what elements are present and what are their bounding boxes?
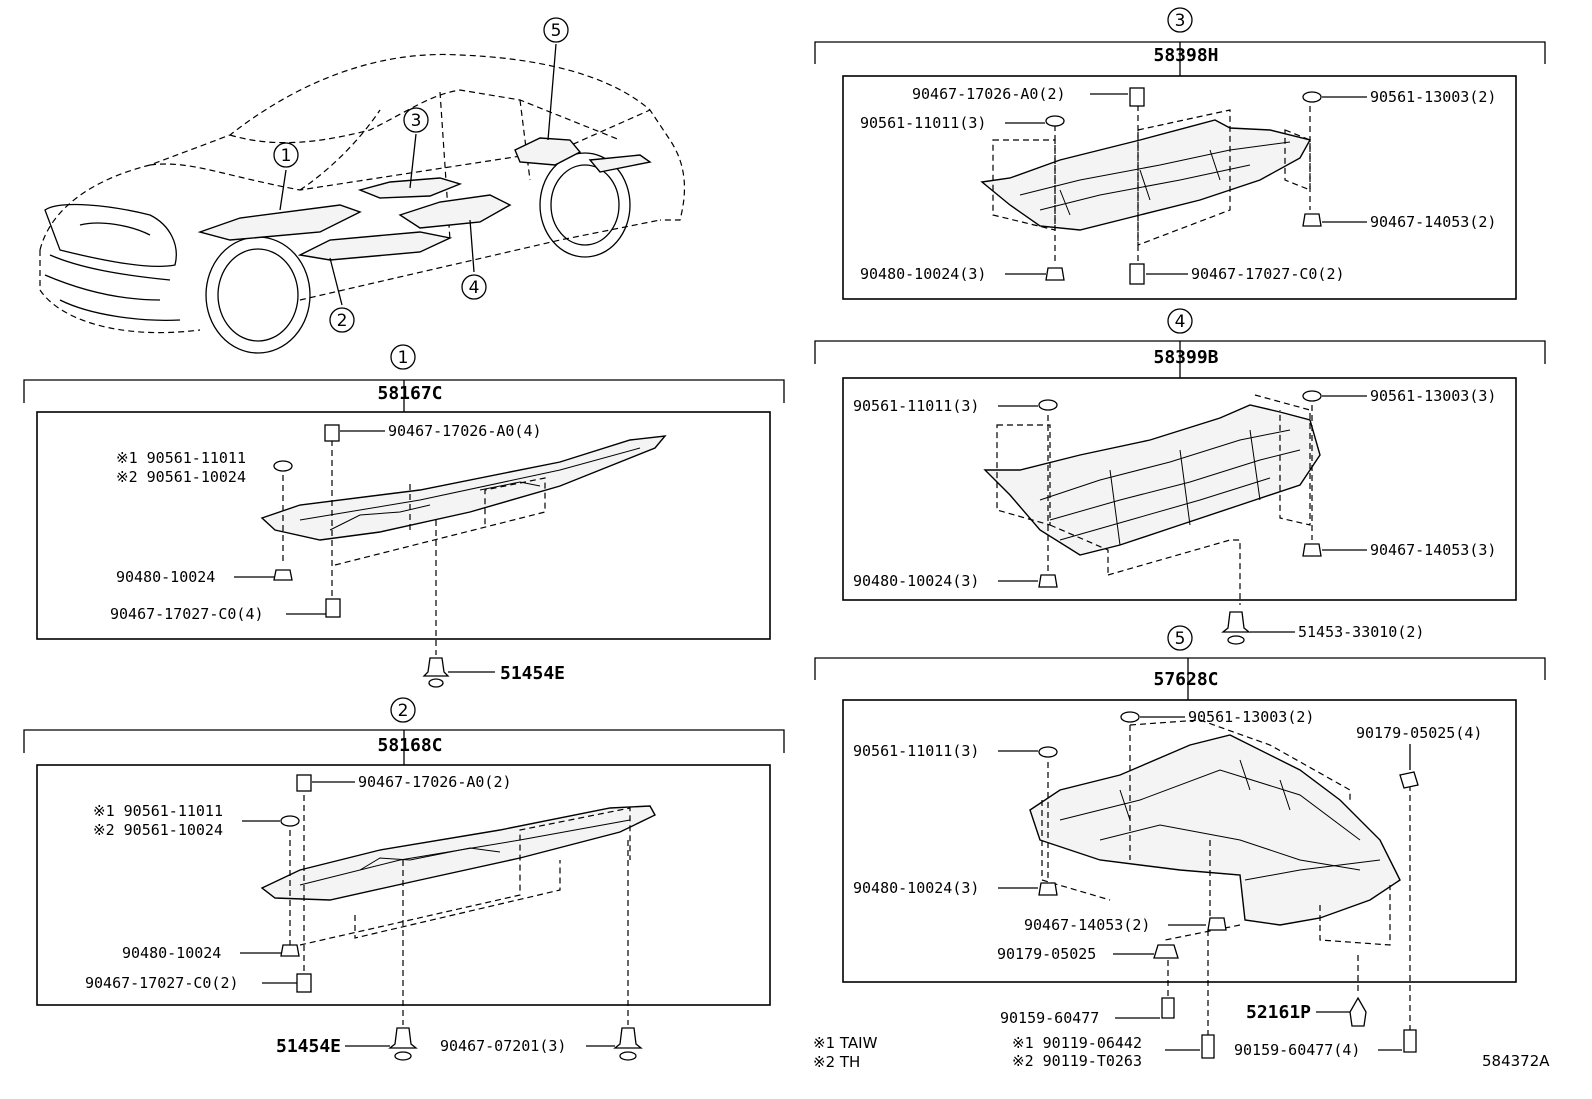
svg-text:3: 3: [411, 111, 422, 131]
label-90480-10024-3-g4[interactable]: 90480-10024(3): [853, 572, 979, 590]
part-58398H[interactable]: 58398H: [1153, 45, 1218, 66]
note-taiw: ※1 TAIW: [813, 1034, 878, 1052]
part-52161P[interactable]: 52161P: [1246, 1002, 1311, 1023]
label-90119-06442[interactable]: ※1 90119-06442: [1012, 1034, 1142, 1052]
part-58168C[interactable]: 58168C: [377, 735, 442, 756]
label-90467-17027-C0-2[interactable]: 90467-17027-C0(2): [85, 974, 239, 992]
svg-text:1: 1: [281, 146, 292, 166]
label-90480-10024-3-g5[interactable]: 90480-10024(3): [853, 879, 979, 897]
group-5-callout: 5: [1175, 629, 1186, 649]
figure-code: 584372A: [1482, 1052, 1550, 1070]
label-90561-13003-2-g3[interactable]: 90561-13003(2): [1370, 88, 1496, 106]
label-51453-33010-2[interactable]: 51453-33010(2): [1298, 623, 1424, 641]
part-58167C[interactable]: 58167C: [377, 383, 442, 404]
part-51454E-1[interactable]: 51454E: [500, 663, 565, 684]
svg-text:5: 5: [551, 21, 562, 41]
group-1: 1 58167C 90467-17026-A0(4) ※1 90561-1101…: [23, 344, 785, 688]
callout-3-car: 3: [403, 107, 429, 133]
svg-text:2: 2: [337, 311, 348, 331]
notes: ※1 TAIW ※2 TH: [813, 1034, 878, 1071]
car-overview: [39, 43, 685, 354]
label-90480-10024[interactable]: 90480-10024: [116, 568, 215, 586]
label-90467-17026-A0-2[interactable]: 90467-17026-A0(2): [358, 773, 512, 791]
group-2: 2 58168C 90467-17026-A0(2) ※1 90561-1101…: [23, 697, 785, 1061]
group-1-callout: 1: [398, 348, 409, 368]
part-58399B[interactable]: 58399B: [1153, 347, 1218, 368]
label-90467-14053-2-g5[interactable]: 90467-14053(2): [1024, 916, 1150, 934]
label-90179-05025[interactable]: 90179-05025: [997, 945, 1096, 963]
callout-4-car: 4: [461, 274, 487, 300]
label-90561-11011[interactable]: ※1 90561-11011: [116, 449, 246, 467]
label-90480-10024-g2[interactable]: 90480-10024: [122, 944, 221, 962]
label-90561-10024-g2[interactable]: ※2 90561-10024: [93, 821, 223, 839]
label-90561-11011-3-g5[interactable]: 90561-11011(3): [853, 742, 979, 760]
group-4: 4 58399B 90561-11011(3) 90561-13003(3) 9…: [814, 308, 1546, 645]
label-90119-T0263[interactable]: ※2 90119-T0263: [1012, 1052, 1142, 1070]
label-90561-11011-3-g3[interactable]: 90561-11011(3): [860, 114, 986, 132]
label-90467-17026-A0-4[interactable]: 90467-17026-A0(4): [388, 422, 542, 440]
note-th: ※2 TH: [813, 1053, 860, 1071]
label-90467-17027-C0-4[interactable]: 90467-17027-C0(4): [110, 605, 264, 623]
svg-text:4: 4: [469, 278, 480, 298]
group-3: 3 58398H 90467-17026-A0(2) 90561-11011(3…: [814, 7, 1546, 300]
part-57628C[interactable]: 57628C: [1153, 669, 1218, 690]
label-90561-13003-2-g5[interactable]: 90561-13003(2): [1188, 708, 1314, 726]
label-90179-05025-4[interactable]: 90179-05025(4): [1356, 724, 1482, 742]
label-90467-14053-3-g4[interactable]: 90467-14053(3): [1370, 541, 1496, 559]
label-90561-13003-3-g4[interactable]: 90561-13003(3): [1370, 387, 1496, 405]
label-90561-10024[interactable]: ※2 90561-10024: [116, 468, 246, 486]
group-2-callout: 2: [398, 701, 409, 721]
group-3-callout: 3: [1175, 11, 1186, 31]
label-90467-14053-2-g3[interactable]: 90467-14053(2): [1370, 213, 1496, 231]
label-90561-11011-3-g4[interactable]: 90561-11011(3): [853, 397, 979, 415]
label-90480-10024-3-g3[interactable]: 90480-10024(3): [860, 265, 986, 283]
part-51454E-2[interactable]: 51454E: [276, 1036, 341, 1057]
callout-2-car: 2: [329, 307, 355, 333]
label-90467-17027-C0-2-g3[interactable]: 90467-17027-C0(2): [1191, 265, 1345, 283]
label-90561-11011-g2[interactable]: ※1 90561-11011: [93, 802, 223, 820]
label-90467-07201-3[interactable]: 90467-07201(3): [440, 1037, 566, 1055]
group-4-callout: 4: [1175, 312, 1186, 332]
callout-5-car: 5: [543, 17, 569, 43]
label-90159-60477[interactable]: 90159-60477: [1000, 1009, 1099, 1027]
label-90467-17026-A0-2-g3[interactable]: 90467-17026-A0(2): [912, 85, 1066, 103]
group-5: 5 57628C 90561-13003(2): [814, 625, 1546, 1070]
callout-1-car: 1: [273, 142, 299, 168]
label-90159-60477-4[interactable]: 90159-60477(4): [1234, 1041, 1360, 1059]
